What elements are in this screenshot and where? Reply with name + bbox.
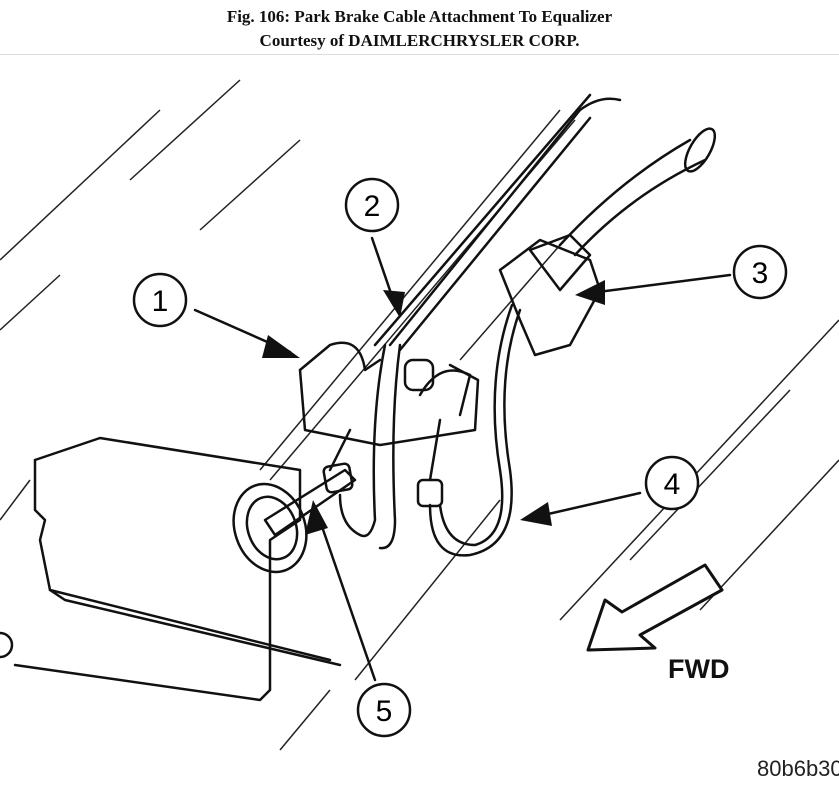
callout-2: 2 xyxy=(344,177,400,233)
callout-5: 5 xyxy=(356,682,412,738)
arrow-head-3 xyxy=(575,280,605,305)
callout-1: 1 xyxy=(132,272,188,328)
divider xyxy=(0,54,839,55)
arrow-head-1 xyxy=(262,335,300,358)
svg-text:5: 5 xyxy=(376,695,393,728)
svg-text:4: 4 xyxy=(664,468,681,501)
body-panel-lines xyxy=(0,79,839,751)
rod-grommet xyxy=(232,468,357,574)
callout-4: 4 xyxy=(644,455,700,511)
figure-credit: Courtesy of DAIMLERCHRYSLER CORP. xyxy=(259,31,580,50)
image-code: 80b6b30 xyxy=(757,756,839,781)
forward-label: FWD xyxy=(668,654,729,684)
brake-cables xyxy=(322,97,717,557)
figure-title: Fig. 106: Park Brake Cable Attachment To… xyxy=(226,7,613,26)
arrow-head-2 xyxy=(383,290,405,318)
heat-shield xyxy=(0,436,342,702)
callout-3: 3 xyxy=(732,244,788,300)
arrow-head-4 xyxy=(520,502,552,526)
equalizer-bracket xyxy=(298,341,480,482)
svg-text:2: 2 xyxy=(364,190,381,223)
svg-text:3: 3 xyxy=(752,257,769,290)
svg-text:1: 1 xyxy=(152,285,169,318)
callout-arrows xyxy=(193,236,732,682)
arrow-head-5 xyxy=(305,500,328,535)
forward-arrow-icon xyxy=(586,563,724,652)
